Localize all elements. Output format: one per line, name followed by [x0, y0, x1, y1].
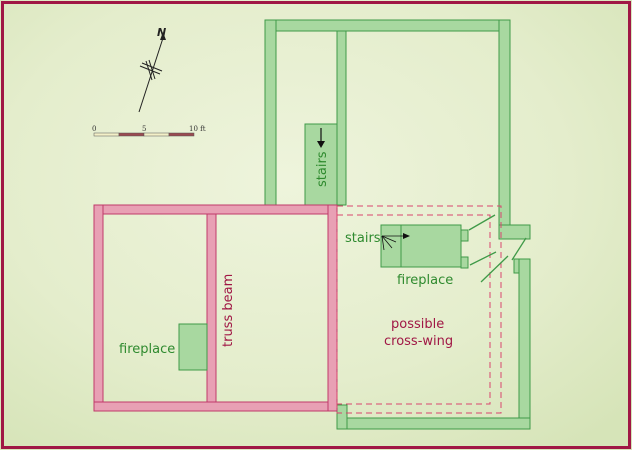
possible-crosswing-label-line1: possible: [391, 317, 444, 332]
crosswing-dashed-outline: [336, 205, 502, 414]
stairs-north-arrow: [317, 128, 325, 148]
scale-tick-10: 10 ft: [189, 125, 206, 133]
scale-bar: [93, 132, 195, 137]
scale-tick-5: 5: [142, 125, 146, 133]
fireplace-west-label: fireplace: [119, 342, 175, 357]
fireplace-west-block: [178, 323, 208, 371]
north-label: N: [157, 26, 166, 39]
possible-crosswing-label-line2: cross-wing: [384, 334, 453, 349]
stairs-east-label: stairs: [345, 231, 381, 246]
fireplace-east-label: fireplace: [397, 273, 453, 288]
stairs-east-leaders: [381, 233, 410, 251]
north-arrow-icon: [138, 32, 166, 113]
north-wing-walls: [264, 19, 531, 430]
stairs-north-label: stairs: [315, 151, 330, 187]
scale-tick-0: 0: [92, 125, 96, 133]
truss-beam-label: truss beam: [221, 274, 236, 347]
angled-wall-lines: [468, 214, 527, 283]
fireplace-east-block: [380, 224, 469, 269]
